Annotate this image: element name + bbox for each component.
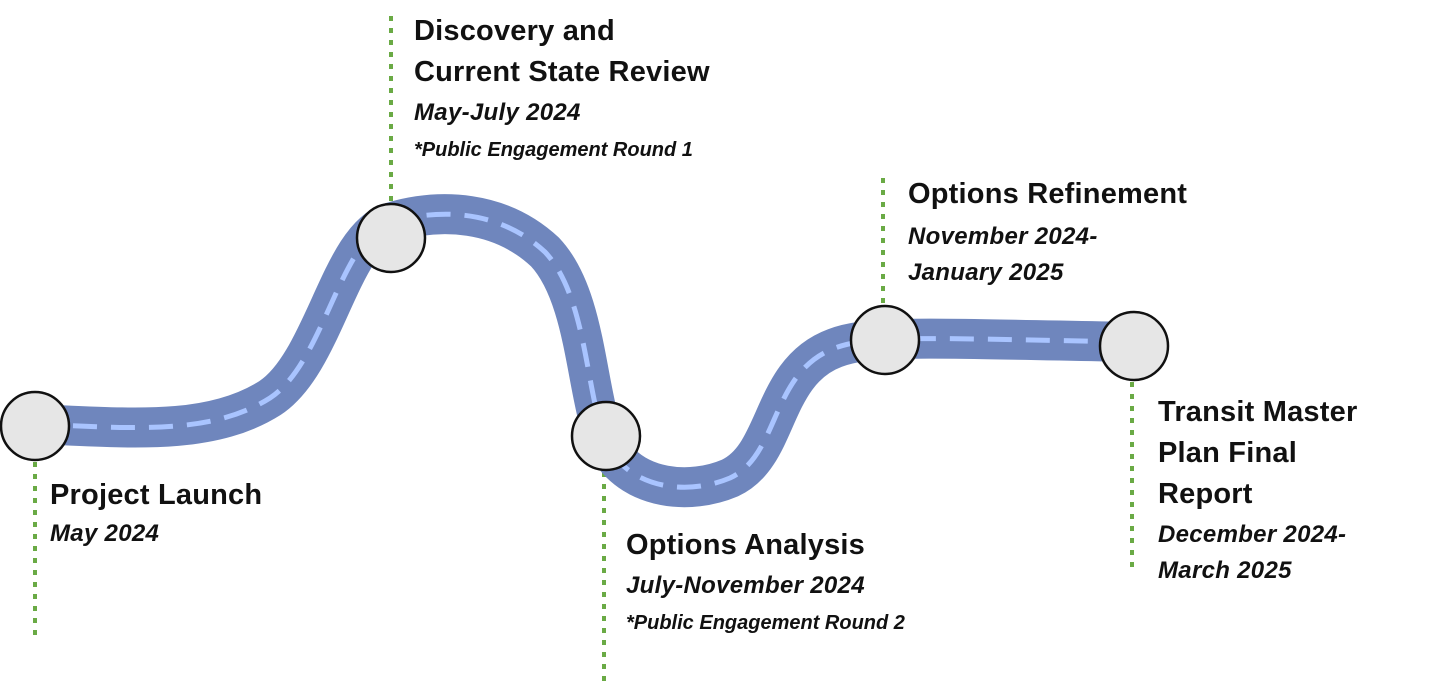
milestone-date: December 2024- March 2025 (1158, 517, 1357, 589)
road-center-dashes (34, 211, 1134, 490)
milestone-date: May-July 2024 (414, 95, 710, 131)
milestone-label-options-refinement: Options Refinement November 2024- Januar… (908, 174, 1187, 291)
title-line: Project Launch (50, 479, 263, 511)
date-line: May-July 2024 (414, 99, 581, 126)
milestone-title: Options Analysis (626, 525, 905, 566)
date-line: May 2024 (50, 520, 160, 547)
date-line: March 2025 (1158, 557, 1292, 584)
milestone-markers (0, 202, 1170, 472)
title-line: Discovery and (414, 15, 615, 47)
milestone-title: Options Refinement (908, 174, 1187, 215)
milestone-marker-project-launch (0, 390, 71, 462)
milestone-title: Transit Master Plan Final Report (1158, 392, 1357, 515)
milestone-marker-options-analysis (570, 400, 642, 472)
milestone-label-final-report: Transit Master Plan Final Report Decembe… (1158, 392, 1357, 589)
milestone-label-project-launch: Project Launch May 2024 (50, 475, 262, 552)
date-line: July-November 2024 (626, 572, 865, 599)
milestone-date: May 2024 (50, 516, 262, 552)
milestone-note: *Public Engagement Round 1 (414, 139, 693, 161)
milestone-marker-options-refinement (849, 304, 921, 376)
title-line: Transit Master (1158, 396, 1358, 428)
title-line: Current State Review (414, 56, 710, 88)
date-line: January 2025 (908, 259, 1064, 286)
milestone-marker-final-report (1098, 310, 1170, 382)
date-line: December 2024- (1158, 521, 1347, 548)
title-line: Options Analysis (626, 529, 866, 561)
title-line: Plan Final (1158, 437, 1297, 469)
milestone-note: *Public Engagement Round 2 (626, 612, 905, 634)
milestone-title: Project Launch (50, 475, 262, 516)
milestone-marker-discovery (355, 202, 427, 274)
guide-lines (33, 16, 1134, 688)
milestone-label-options-analysis: Options Analysis July-November 2024 *Pub… (626, 525, 905, 638)
milestone-label-discovery: Discovery and Current State Review May-J… (414, 11, 710, 165)
title-line: Report (1158, 478, 1253, 510)
title-line: Options Refinement (908, 178, 1188, 210)
milestone-date: July-November 2024 (626, 568, 905, 604)
milestone-date: November 2024- January 2025 (908, 219, 1187, 291)
date-line: November 2024- (908, 223, 1098, 250)
milestone-title: Discovery and Current State Review (414, 11, 710, 93)
